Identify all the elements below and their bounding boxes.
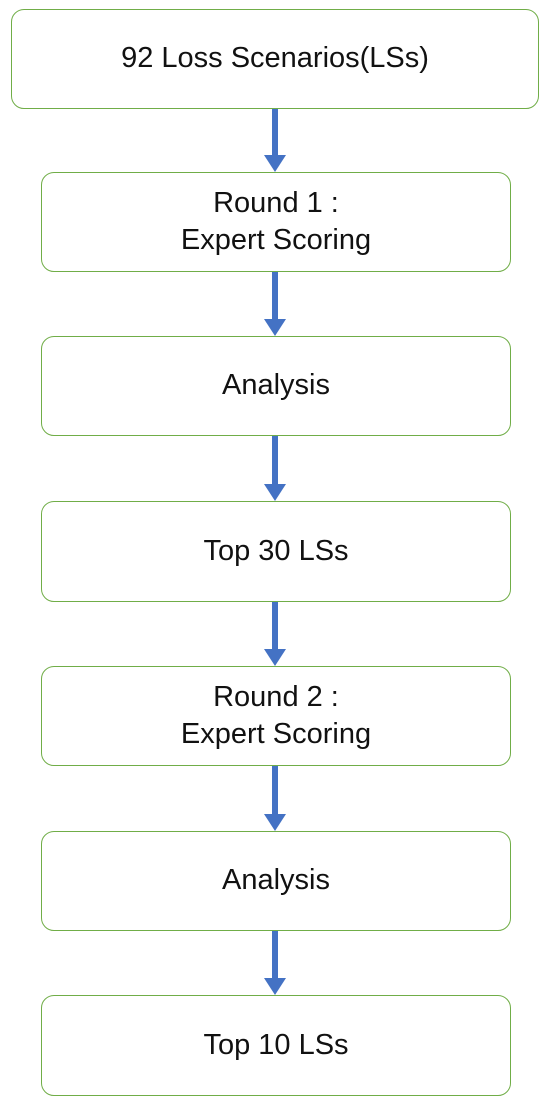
step-label: Analysis [222, 864, 330, 897]
arrow-down-icon [264, 766, 286, 831]
step-label: Round 2 : Expert Scoring [180, 680, 372, 750]
step-label: 92 Loss Scenarios(LSs) [121, 42, 429, 75]
arrow-down-icon [264, 109, 286, 172]
arrow-down-icon [264, 602, 286, 666]
step-box-analysis-2: Analysis [41, 831, 511, 931]
step-label: Top 30 LSs [203, 534, 349, 567]
arrow-down-icon [264, 436, 286, 501]
step-label: Analysis [222, 369, 330, 402]
step-box-top-10: Top 10 LSs [41, 995, 511, 1096]
arrow-down-icon [264, 272, 286, 336]
step-box-loss-scenarios: 92 Loss Scenarios(LSs) [11, 9, 539, 109]
step-box-top-30: Top 30 LSs [41, 501, 511, 602]
step-box-analysis-1: Analysis [41, 336, 511, 436]
step-box-round-1: Round 1 : Expert Scoring [41, 172, 511, 272]
step-label: Top 10 LSs [203, 1028, 349, 1061]
arrow-down-icon [264, 931, 286, 995]
step-box-round-2: Round 2 : Expert Scoring [41, 666, 511, 766]
step-label: Round 1 : Expert Scoring [180, 186, 372, 256]
